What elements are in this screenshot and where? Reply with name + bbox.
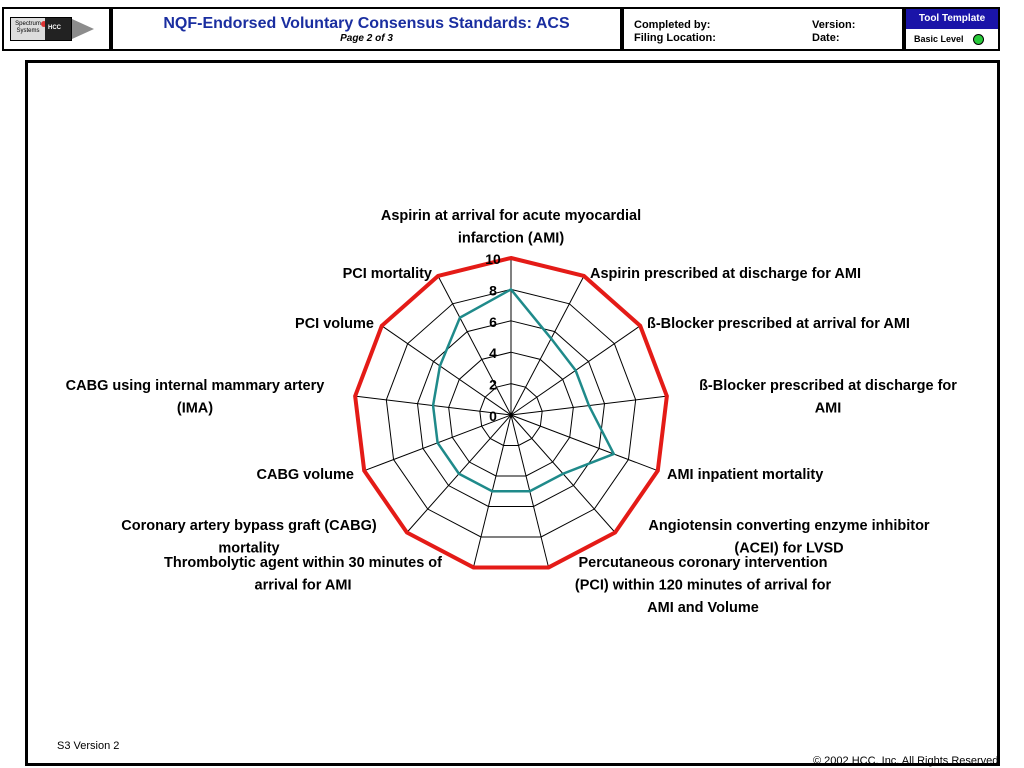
green-dot-icon bbox=[973, 34, 984, 45]
category-label-8: Coronary artery bypass graft (CABG)morta… bbox=[121, 518, 377, 557]
category-label-12: PCI mortality bbox=[343, 266, 432, 282]
spoke-12 bbox=[437, 275, 512, 416]
tick-label-3: 6 bbox=[489, 314, 497, 330]
series-line-0 bbox=[353, 255, 669, 570]
grid-ring-2 bbox=[448, 351, 574, 477]
tick-label-2: 4 bbox=[489, 345, 497, 361]
spoke-11 bbox=[381, 325, 512, 416]
grid-ring-4 bbox=[385, 288, 637, 538]
filing-location-label: Filing Location: bbox=[634, 32, 716, 44]
page-title: NQF-Endorsed Voluntary Consensus Standar… bbox=[163, 15, 570, 32]
radar-series bbox=[353, 255, 669, 570]
tick-label-0: 0 bbox=[489, 408, 497, 424]
spoke-4 bbox=[510, 414, 658, 472]
logo-box: Spectrum Systems HCC bbox=[2, 7, 111, 51]
radial-axis-ticks: 0 2 4 6 8 10 bbox=[485, 251, 501, 424]
hcc-logo: Spectrum Systems HCC bbox=[10, 15, 102, 43]
grid-ring-1 bbox=[479, 383, 543, 446]
basic-level-indicator: Basic Level bbox=[906, 29, 998, 49]
grid-ring-3 bbox=[416, 320, 606, 507]
date-label: Date: bbox=[812, 32, 840, 44]
category-label-6: Percutaneous coronary intervention(PCI) … bbox=[575, 555, 832, 616]
category-label-11: PCI volume bbox=[295, 316, 374, 332]
basic-level-label: Basic Level bbox=[914, 34, 964, 44]
chart-frame bbox=[25, 60, 1000, 766]
radar-grid bbox=[354, 257, 668, 568]
info-box: Completed by: Filing Location: Version: … bbox=[622, 7, 904, 51]
series-line-1 bbox=[431, 287, 616, 493]
logo-arrow-icon bbox=[72, 19, 94, 39]
category-label-5: Angiotensin converting enzyme inhibitor(… bbox=[648, 518, 930, 557]
logo-text-left: Spectrum Systems bbox=[15, 21, 41, 34]
completed-by-label: Completed by: bbox=[634, 19, 711, 31]
tick-label-5: 10 bbox=[485, 251, 501, 267]
tick-label-1: 2 bbox=[489, 377, 497, 393]
tick-label-4: 8 bbox=[489, 282, 497, 298]
footer-version: S3 Version 2 bbox=[57, 740, 120, 752]
logo-text-right: HCC bbox=[48, 25, 61, 31]
page-number: Page 2 of 3 bbox=[340, 33, 393, 44]
footer-copyright: © 2002 HCC, Inc. All Rights Reserved bbox=[813, 755, 999, 767]
logo-cube-icon: Spectrum Systems HCC bbox=[10, 17, 72, 41]
spoke-1 bbox=[510, 275, 585, 416]
category-label-1: Aspirin prescribed at discharge for AMI bbox=[590, 266, 861, 282]
tool-template-label: Tool Template bbox=[906, 9, 998, 29]
logo-red-dot-icon bbox=[41, 21, 47, 27]
title-box: NQF-Endorsed Voluntary Consensus Standar… bbox=[111, 7, 622, 51]
category-label-10: CABG using internal mammary artery(IMA) bbox=[66, 378, 325, 417]
category-label-9: CABG volume bbox=[257, 467, 355, 483]
tool-box: Tool Template Basic Level bbox=[904, 7, 1000, 51]
version-label: Version: bbox=[812, 19, 856, 31]
category-label-2: ß-Blocker prescribed at arrival for AMI bbox=[647, 316, 910, 332]
category-label-4: AMI inpatient mortality bbox=[667, 467, 823, 483]
